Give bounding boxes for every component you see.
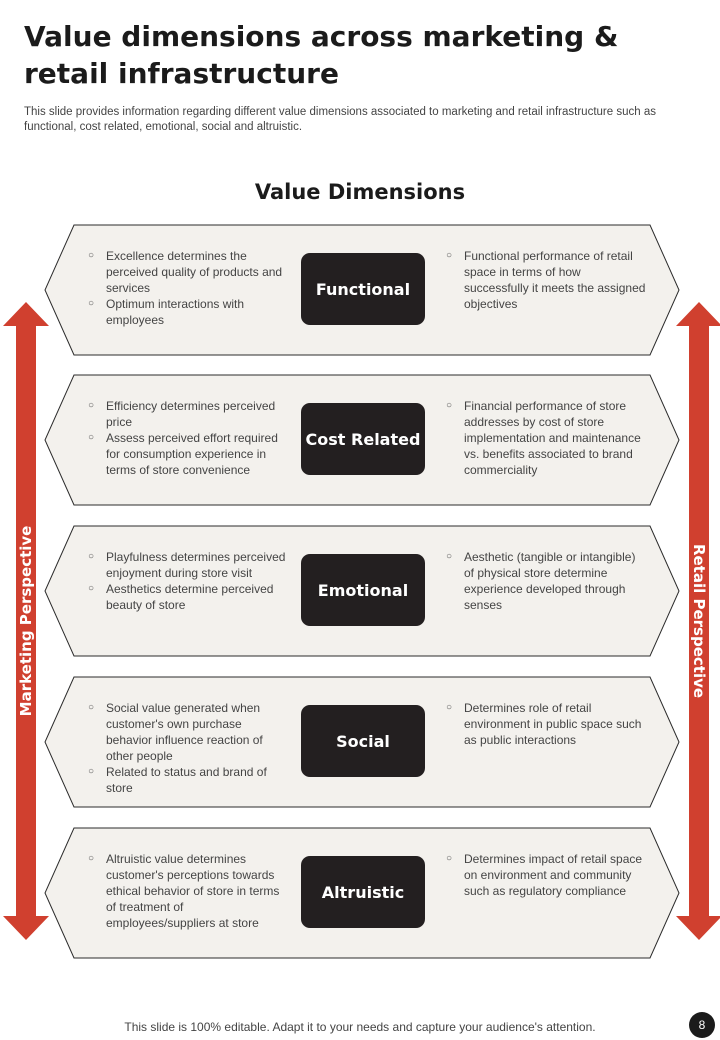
dimension-label: Social [301,705,425,777]
marketing-points: ○Excellence determines the perceived qua… [88,248,288,328]
list-item: ○Determines impact of retail space on en… [446,852,643,898]
bullet-icon: ○ [446,853,453,864]
bullet-icon: ○ [446,551,453,562]
dimension-label: Cost Related [301,403,425,475]
value-row-emotional: ○Playfulness determines perceived enjoym… [44,525,680,657]
page-subtitle: This slide provides information regardin… [24,106,656,133]
list-item: ○Altruistic value determines customer's … [88,852,280,930]
footer-note: This slide is 100% editable. Adapt it to… [124,1020,596,1034]
bullet-icon: ○ [446,400,453,411]
list-item: ○Aesthetic (tangible or intangible) of p… [446,550,636,612]
list-item: ○Financial performance of store addresse… [446,399,641,477]
list-item: ○Determines role of retail environment i… [446,701,642,747]
retail-points: ○Determines impact of retail space on en… [446,851,648,899]
list-item: ○Assess perceived effort required for co… [88,431,278,477]
marketing-points: ○Altruistic value determines customer's … [88,851,288,931]
marketing-points: ○Efficiency determines perceived price ○… [88,398,288,478]
dimension-label: Emotional [301,554,425,626]
marketing-points: ○Social value generated when customer's … [88,700,288,796]
bullet-icon: ○ [88,551,95,562]
list-item: ○Functional performance of retail space … [446,249,646,311]
list-item: ○Efficiency determines perceived price [88,399,276,429]
bullet-icon: ○ [88,702,95,713]
retail-points: ○Functional performance of retail space … [446,248,648,312]
value-row-functional: ○Excellence determines the perceived qua… [44,224,680,356]
section-title: Value Dimensions [254,180,466,204]
list-item: ○Social value generated when customer's … [88,701,263,763]
list-item: ○Related to status and brand of store [88,765,267,795]
retail-perspective-arrow: Retail Perspective [676,302,720,940]
list-item: ○Playfulness determines perceived enjoym… [88,550,286,580]
value-row-altruistic: ○Altruistic value determines customer's … [44,827,680,959]
double-arrow-icon [3,302,49,940]
page-title: Value dimensions across marketing & reta… [24,20,619,90]
retail-points: ○Aesthetic (tangible or intangible) of p… [446,549,648,613]
dimension-label: Functional [301,253,425,325]
bullet-icon: ○ [446,702,453,713]
marketing-perspective-arrow: Marketing Perspective [3,302,49,940]
bullet-icon: ○ [88,400,95,411]
bullet-icon: ○ [88,853,95,864]
bullet-icon: ○ [88,432,95,443]
value-row-social: ○Social value generated when customer's … [44,676,680,808]
double-arrow-icon [676,302,720,940]
list-item: ○Optimum interactions with employees [88,297,245,327]
retail-points: ○Determines role of retail environment i… [446,700,648,748]
marketing-perspective-label: Marketing Perspective [17,525,35,717]
value-row-cost-related: ○Efficiency determines perceived price ○… [44,374,680,506]
bullet-icon: ○ [88,250,95,261]
bullet-icon: ○ [88,298,95,309]
dimension-label: Altruistic [301,856,425,928]
bullet-icon: ○ [88,766,95,777]
page-number-badge: 8 [689,1012,715,1038]
list-item: ○Aesthetics determine perceived beauty o… [88,582,274,612]
retail-points: ○Financial performance of store addresse… [446,398,648,478]
marketing-points: ○Playfulness determines perceived enjoym… [88,549,288,613]
retail-perspective-label: Retail Perspective [690,543,708,699]
list-item: ○Excellence determines the perceived qua… [88,249,283,295]
bullet-icon: ○ [88,583,95,594]
bullet-icon: ○ [446,250,453,261]
